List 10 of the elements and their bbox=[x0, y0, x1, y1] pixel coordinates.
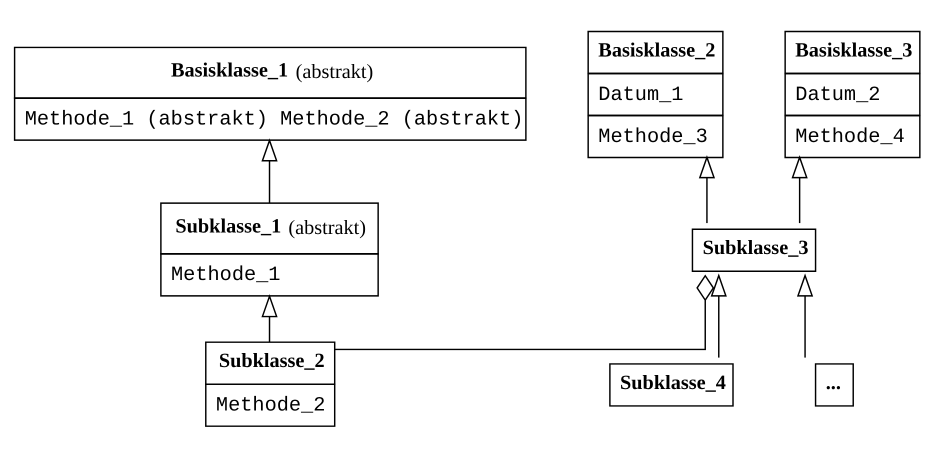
arrow bbox=[710, 273, 727, 358]
connector bbox=[334, 274, 714, 350]
node-box: Subklasse_4 bbox=[609, 363, 734, 407]
node-box: Subklasse_3 bbox=[692, 228, 816, 272]
arrow bbox=[261, 294, 278, 342]
arrow bbox=[261, 138, 278, 203]
arrow bbox=[796, 273, 814, 358]
node-box: ... bbox=[814, 363, 854, 407]
arrow bbox=[698, 155, 716, 224]
arrow bbox=[792, 155, 808, 224]
